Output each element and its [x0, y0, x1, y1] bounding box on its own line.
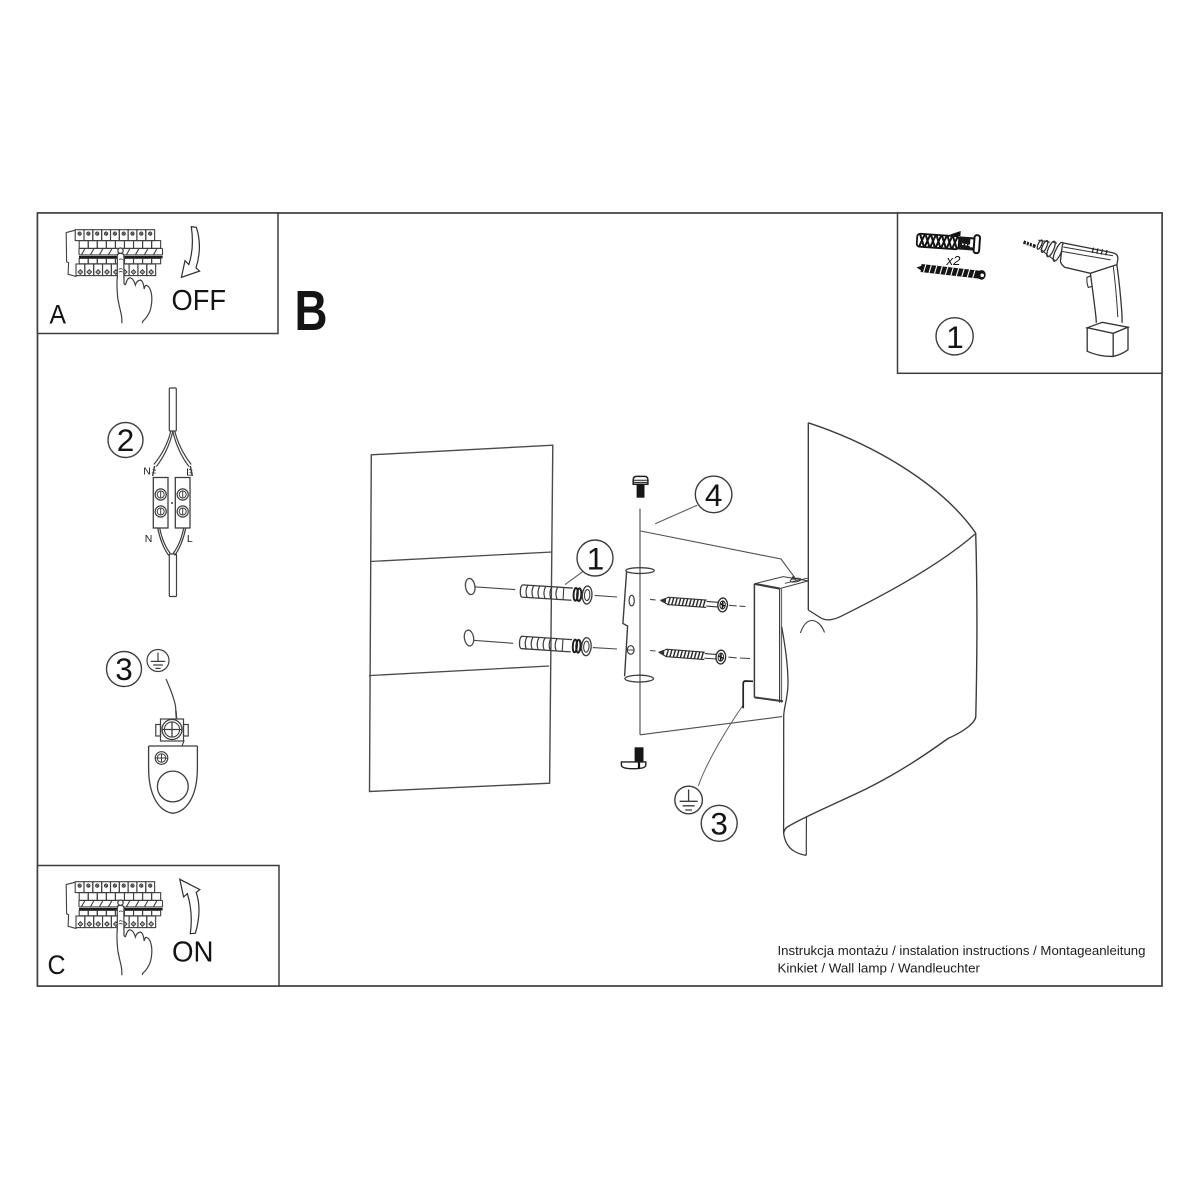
- svg-text:Kinkiet / Wall lamp / Wandleuc: Kinkiet / Wall lamp / Wandleuchter: [778, 961, 981, 975]
- svg-text:1: 1: [946, 319, 964, 355]
- svg-text:3: 3: [115, 651, 133, 687]
- svg-text:3: 3: [710, 806, 728, 842]
- svg-text:N: N: [143, 466, 151, 478]
- svg-text:N: N: [145, 533, 153, 545]
- svg-text:1: 1: [587, 541, 605, 577]
- svg-text:2: 2: [117, 422, 135, 458]
- svg-text:4: 4: [705, 477, 723, 513]
- svg-text:x2: x2: [946, 253, 962, 268]
- svg-text:OFF: OFF: [172, 285, 227, 317]
- svg-text:L: L: [187, 533, 193, 545]
- svg-text:A: A: [50, 300, 67, 330]
- svg-text:ON: ON: [172, 937, 214, 969]
- svg-text:C: C: [48, 950, 66, 980]
- svg-text:B: B: [295, 279, 328, 342]
- svg-text:L: L: [186, 467, 192, 479]
- svg-text:Instrukcja montażu / instalati: Instrukcja montażu / instalation instruc…: [778, 944, 1146, 958]
